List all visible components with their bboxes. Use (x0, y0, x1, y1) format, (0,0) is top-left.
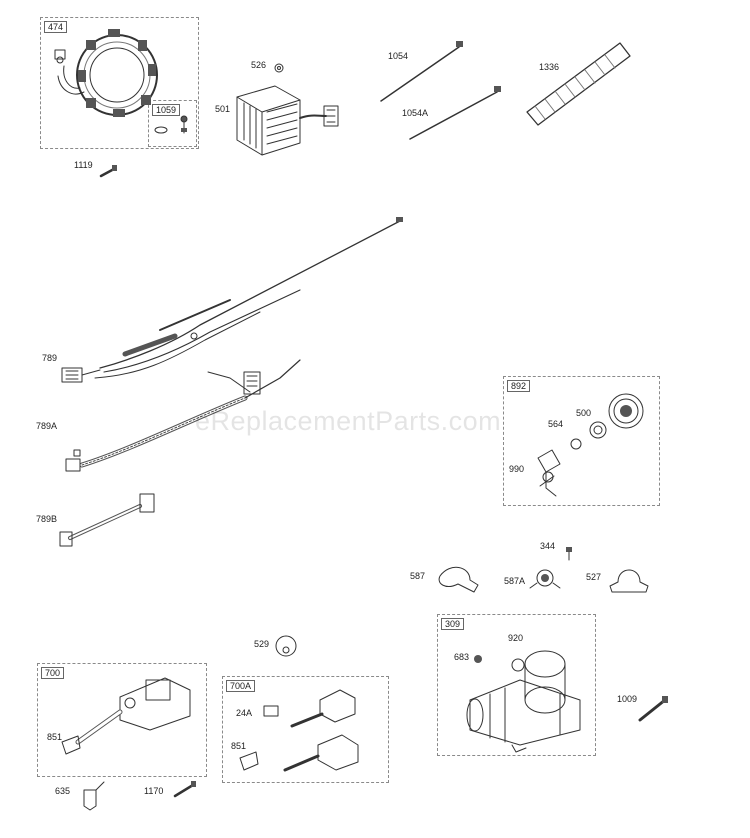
label-529: 529 (254, 639, 270, 649)
group-1059-box: 1059 (148, 100, 197, 147)
loom-1336 (526, 42, 631, 126)
label-789A: 789A (36, 421, 58, 431)
label-920: 920 (508, 633, 524, 643)
grommet-529 (275, 635, 297, 657)
label-1336: 1336 (539, 62, 560, 72)
label-587A: 587A (504, 576, 526, 586)
tie-1054 (380, 41, 463, 102)
label-1054A: 1054A (402, 108, 429, 118)
screw-1170 (173, 781, 196, 798)
screw-1119 (99, 165, 117, 178)
group-474-box: 474 (40, 17, 199, 149)
label-1170: 1170 (144, 786, 164, 796)
label-683: 683 (454, 652, 470, 662)
harness-789 (61, 217, 403, 383)
label-500: 500 (576, 408, 592, 418)
group-892-label: 892 (507, 380, 531, 392)
label-1054: 1054 (388, 51, 409, 61)
label-1119: 1119 (74, 160, 93, 170)
harness-789B (59, 493, 155, 547)
label-344: 344 (540, 541, 556, 551)
clamp-527 (609, 569, 649, 593)
assembly-892 (537, 393, 644, 497)
coils-700A (239, 689, 359, 772)
harness-789A (65, 359, 301, 472)
group-700A-box: 700A (222, 676, 389, 783)
clamp-587 (438, 566, 479, 593)
bolt-1009 (638, 696, 668, 722)
label-564: 564 (548, 419, 564, 429)
label-635: 635 (55, 786, 71, 796)
label-789B: 789B (36, 514, 58, 524)
group-1059-label: 1059 (152, 104, 181, 116)
group-700-label: 700 (41, 667, 65, 679)
label-24A: 24A (236, 708, 253, 718)
clamp-587A (529, 569, 561, 589)
label-527: 527 (586, 572, 602, 582)
label-526: 526 (251, 60, 267, 70)
label-789: 789 (42, 353, 58, 363)
group-309-label: 309 (441, 618, 465, 630)
label-851-700A: 851 (231, 741, 247, 751)
tie-1054A (409, 86, 501, 140)
coil-700 (61, 677, 191, 755)
group-474-label: 474 (44, 21, 68, 33)
watermark: eReplacementParts.com (195, 406, 502, 436)
label-587: 587 (410, 571, 426, 581)
group-700-box: 700 (37, 663, 207, 777)
stator-ring-474 (54, 29, 158, 117)
label-851-700: 851 (47, 732, 63, 742)
group-309-box: 309 (437, 614, 596, 756)
nut-526 (274, 63, 284, 73)
parts-1059 (154, 115, 188, 134)
starter-309 (466, 650, 581, 753)
regulator-501 (236, 85, 339, 156)
label-990: 990 (509, 464, 525, 474)
label-501: 501 (215, 104, 231, 114)
screw-344 (566, 547, 572, 561)
boot-635 (83, 781, 105, 811)
group-892-box: 892 (503, 376, 660, 506)
label-1009: 1009 (617, 694, 638, 704)
group-700A-label: 700A (226, 680, 256, 692)
